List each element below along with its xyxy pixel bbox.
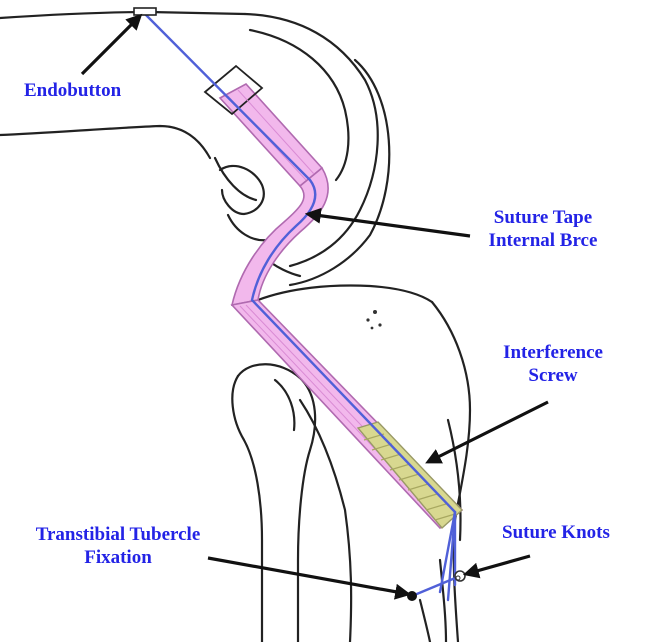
arrow-suture-tape [308,214,470,236]
label-suture-tape-line1: Suture Tape [468,206,618,229]
transtibial-fixation [407,571,465,601]
label-suture-tape: Suture Tape Internal Brce [468,206,618,252]
callout-arrows [82,16,548,594]
label-transtibial-fixation: Transtibial Tubercle Fixation [4,523,232,569]
arrow-endobutton [82,16,140,74]
label-transtibial-fixation-line1: Transtibial Tubercle [4,523,232,546]
label-endobutton: Endobutton [24,79,121,102]
arrow-transtibial-fixation [208,558,408,594]
endobutton-device [134,8,156,15]
label-suture-tape-line2: Internal Brce [468,229,618,252]
label-suture-knots: Suture Knots [502,521,610,544]
femur [0,12,389,285]
label-interference-screw-line2: Screw [478,364,628,387]
label-interference-screw-line1: Interference [478,341,628,364]
label-transtibial-fixation-line2: Fixation [4,546,232,569]
arrow-interference-screw [428,402,548,462]
interference-screw [358,422,462,528]
arrow-suture-knots [466,556,530,574]
label-interference-screw: Interference Screw [478,341,628,387]
